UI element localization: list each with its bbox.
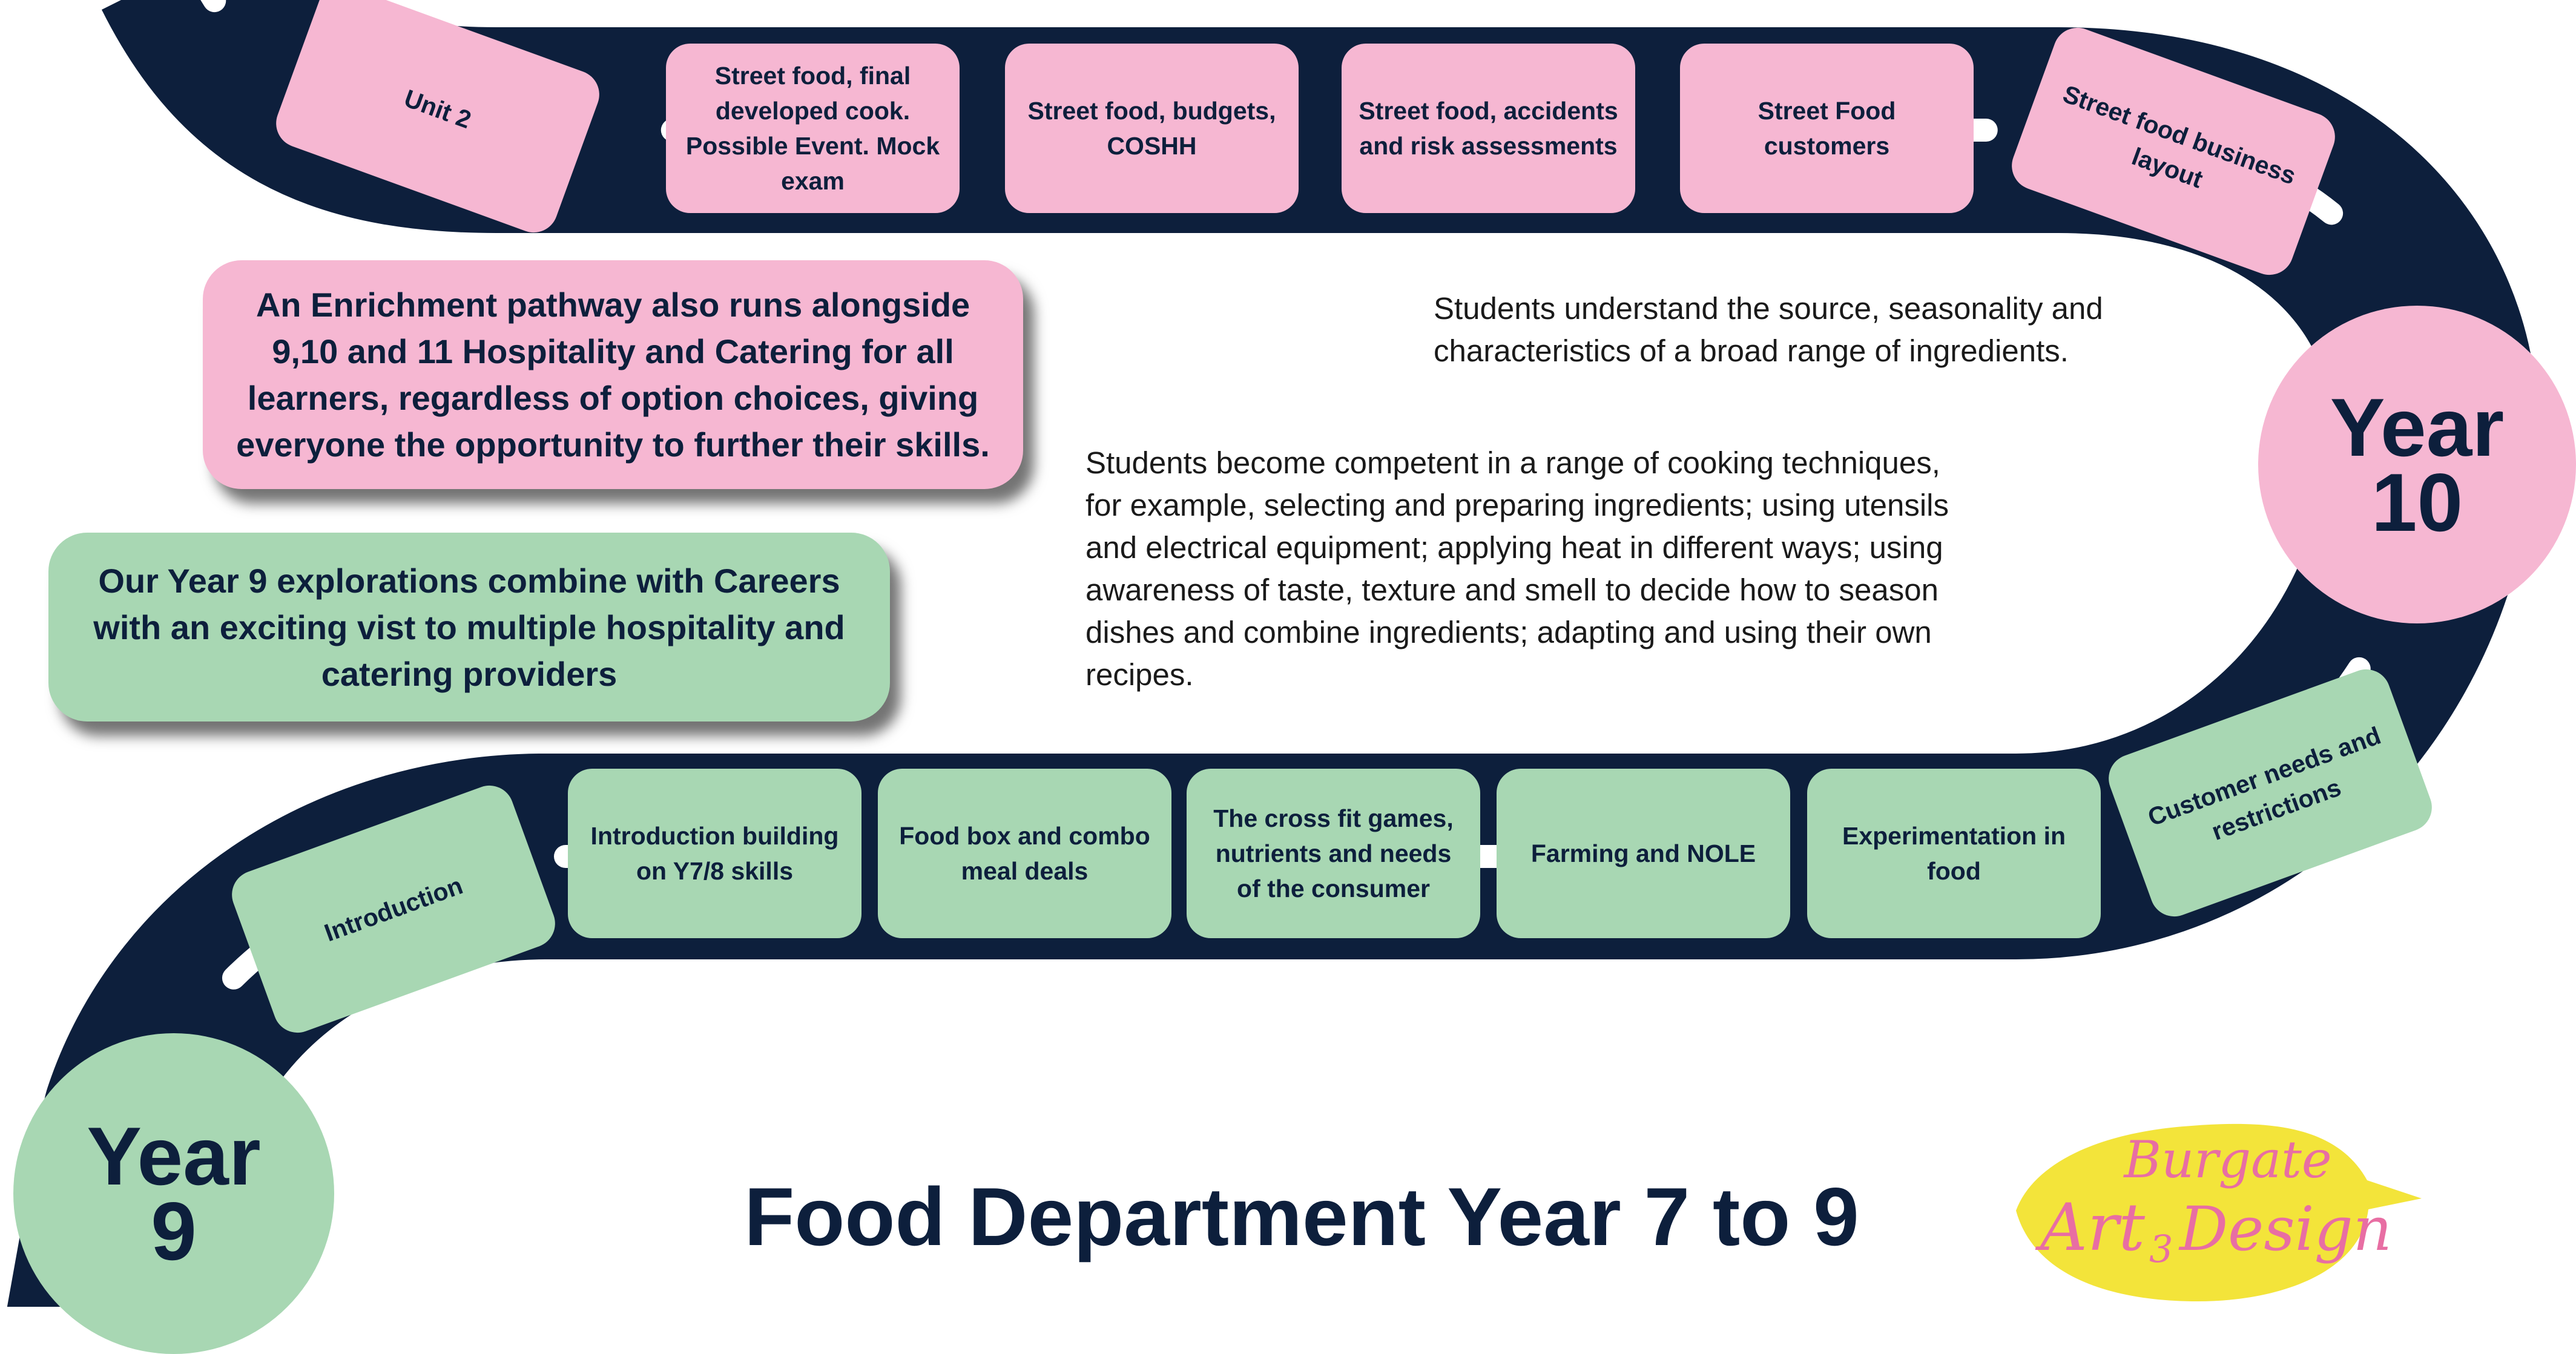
ingredients-text: Students understand the source, seasonal… [1434, 291, 2103, 368]
step-farming-nole: Farming and NOLE [1497, 769, 1790, 938]
logo-text-design: Design [2178, 1194, 2392, 1264]
step-cross-fit-games: The cross fit games, nutrients and needs… [1187, 769, 1480, 938]
burgate-art-design-logo: Burgate Art 3 Design [2016, 1123, 2422, 1301]
step-street-food-final-cook: Street food, final developed cook. Possi… [666, 44, 960, 213]
logo-text-burgate: Burgate [2123, 1130, 2331, 1189]
step-food-box-combo: Food box and combo meal deals [878, 769, 1171, 938]
year-9-marker: Year 9 [13, 1033, 334, 1354]
step-experimentation: Experimentation in food [1807, 769, 2101, 938]
page-title: Food Department Year 7 to 9 [744, 1171, 1859, 1263]
logo-text-art: Art [2035, 1190, 2146, 1266]
year-10-marker: Year 10 [2258, 306, 2576, 623]
step-street-food-customers: Street Food customers [1680, 44, 1974, 213]
step-street-food-budgets: Street food, budgets, COSHH [1005, 44, 1299, 213]
year9-careers-note: Our Year 9 explorations combine with Car… [48, 533, 890, 721]
step-street-food-accidents: Street food, accidents and risk assessme… [1342, 44, 1635, 213]
techniques-text: Students become competent in a range of … [1085, 445, 1949, 692]
logo-leaf [2016, 1123, 2422, 1301]
enrichment-note: An Enrichment pathway also runs alongsid… [203, 260, 1023, 489]
step-introduction-building: Introduction building on Y7/8 skills [568, 769, 861, 938]
logo-text-ampersand: 3 [2149, 1227, 2173, 1271]
